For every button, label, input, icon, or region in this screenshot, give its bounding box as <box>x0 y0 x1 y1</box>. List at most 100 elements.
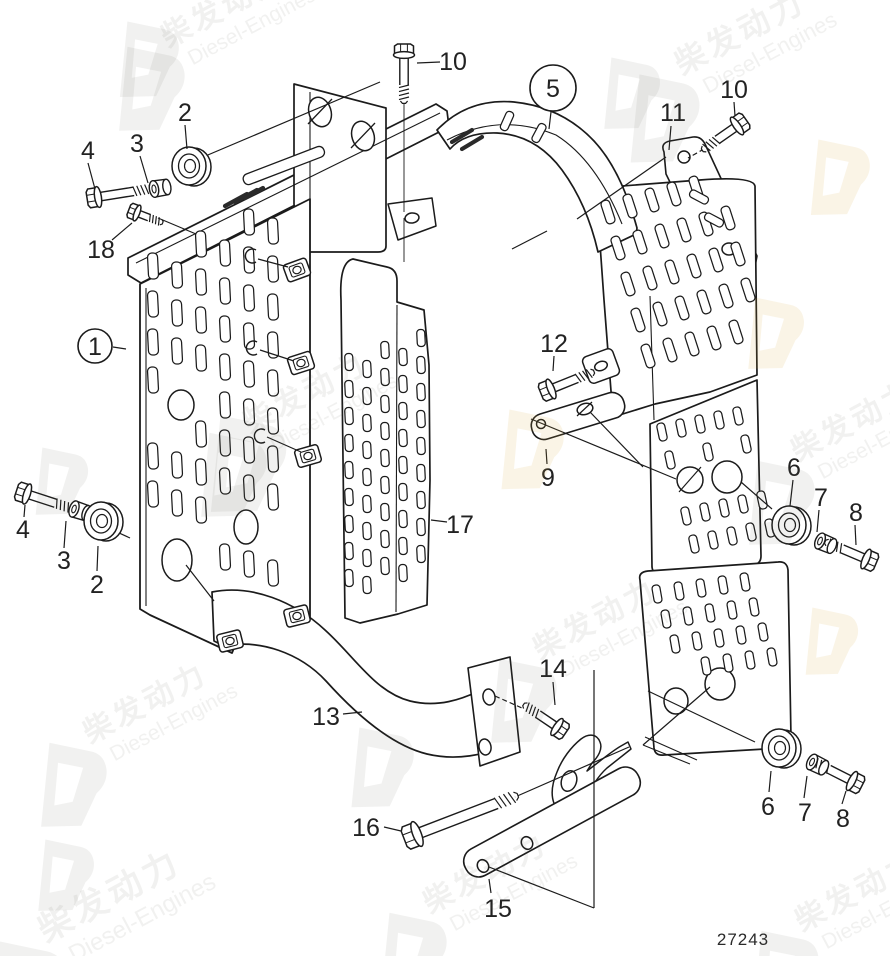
drawing-shape <box>71 504 77 514</box>
drawing-shape <box>398 92 410 97</box>
drawing-shape <box>144 184 150 195</box>
perforation-slot <box>416 517 426 537</box>
callout-leader <box>841 790 847 805</box>
drawing-shape <box>773 740 787 756</box>
perforation-slot <box>194 458 208 486</box>
drawing-shape <box>860 548 872 570</box>
perforation-slot <box>218 239 232 267</box>
callout-label: 12 <box>540 330 568 358</box>
drawing-shape <box>502 793 512 805</box>
perforation-slot <box>676 217 692 243</box>
perforation-slot <box>718 498 730 518</box>
perforation-slot <box>642 265 658 291</box>
plate-hole <box>482 688 496 706</box>
callout-leader <box>112 346 127 350</box>
callout-7: 7 <box>798 775 812 827</box>
callouts-layer: 12341810511101291767843213141615678 <box>16 48 863 923</box>
leader-line <box>157 217 197 235</box>
drawing-shape <box>410 820 424 848</box>
leader-line <box>530 418 677 480</box>
watermark-logo <box>210 415 287 512</box>
perforation-slot <box>344 406 354 426</box>
perforation-slot <box>722 653 734 673</box>
leader-line <box>266 436 302 453</box>
callout-label: 11 <box>660 99 686 127</box>
leader-line <box>687 148 705 159</box>
perforation-slot <box>194 344 208 372</box>
perforation-slot <box>242 360 256 388</box>
watermark-logo <box>41 742 107 827</box>
callout-12: 12 <box>540 330 568 372</box>
guard-hole <box>711 460 743 494</box>
perforation-slot <box>757 622 769 642</box>
part-number-label: 27243 <box>717 930 769 949</box>
perforation-slot <box>242 398 256 426</box>
watermark-logo <box>748 297 804 369</box>
perforation-slot <box>242 208 256 236</box>
drawing-shape <box>708 138 718 147</box>
perforation-slot <box>344 460 354 480</box>
drawing-shape <box>528 704 533 715</box>
perforation-slot <box>380 475 390 495</box>
perforation-slot <box>699 502 711 522</box>
perforation-slot <box>242 550 256 578</box>
callout-leader <box>803 775 808 799</box>
perforation-slot <box>416 436 426 456</box>
drawing-path <box>159 219 164 226</box>
drawing-shape <box>136 185 142 196</box>
callout-4: 4 <box>16 504 30 544</box>
callout-label: 6 <box>787 454 801 482</box>
rubber-grommet <box>771 505 812 546</box>
drawing-shape <box>550 717 564 737</box>
hardware-layer <box>13 43 880 850</box>
perforation-slot <box>194 306 208 334</box>
perforation-slot <box>675 418 687 438</box>
perforation-slot <box>680 506 692 526</box>
louver-opening <box>242 185 266 201</box>
perforation-slot <box>380 556 390 576</box>
perforation-slot <box>662 337 678 363</box>
callout-leader <box>342 711 363 715</box>
perforation-slot <box>416 328 426 348</box>
mid-right-guard <box>649 379 762 575</box>
perforation-slot <box>380 529 390 549</box>
perforation-slot <box>266 331 280 359</box>
perforation-slot <box>170 451 184 479</box>
callout-leader <box>552 355 555 372</box>
callout-18: 18 <box>87 222 133 264</box>
perforation-slot <box>700 656 712 676</box>
callout-leader <box>488 878 492 894</box>
drawing-shape <box>151 214 154 224</box>
leader-line <box>511 230 548 250</box>
perforation-slot <box>398 428 408 448</box>
callout-label: 2 <box>90 571 104 599</box>
perforation-slot <box>688 534 700 554</box>
callout-8: 8 <box>849 499 863 546</box>
drawing-shape <box>729 116 745 136</box>
clip-mark <box>244 248 257 264</box>
perforation-slot <box>362 575 372 595</box>
perforation-slot <box>344 433 354 453</box>
drawing-shape <box>702 143 711 152</box>
drawing-path <box>399 100 409 104</box>
drawing-shape <box>21 483 33 505</box>
drawing-shape <box>826 538 838 555</box>
callout-leader <box>23 504 26 518</box>
drawing-path <box>513 791 520 801</box>
strap-9 <box>530 391 626 441</box>
watermark <box>119 21 179 98</box>
callout-label: 10 <box>439 48 467 76</box>
drawing-shape <box>493 797 503 809</box>
drawing-shape <box>498 795 507 807</box>
watermark <box>210 415 287 512</box>
callout-leader <box>383 826 402 832</box>
perforation-slot <box>344 568 354 588</box>
perforation-slot <box>344 514 354 534</box>
drawing-shape <box>157 217 160 226</box>
perforation-slot <box>704 603 716 623</box>
callout-label: 8 <box>849 499 863 527</box>
fold-line <box>644 736 698 761</box>
perforation-slot <box>416 409 426 429</box>
perforation-slot <box>728 319 744 345</box>
